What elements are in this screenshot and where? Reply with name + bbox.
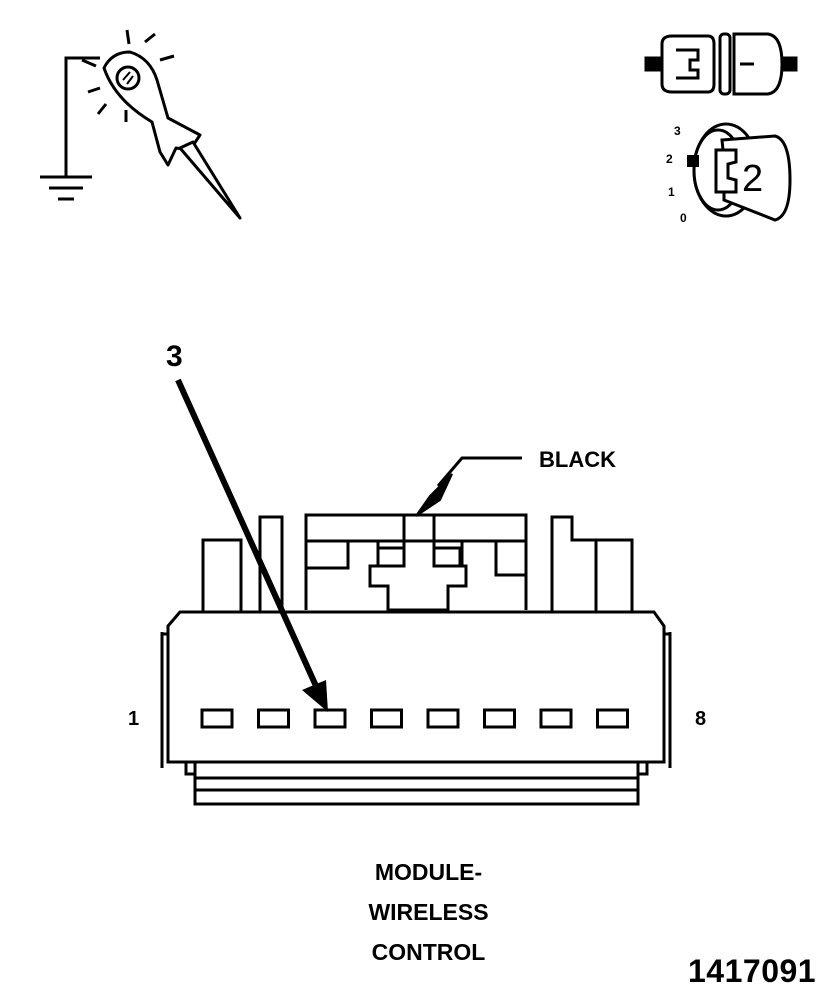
pin-cavities xyxy=(200,708,629,729)
first-pin-number: 1 xyxy=(128,708,140,730)
ignition-switch-icon xyxy=(687,122,792,222)
pin-cavity-3 xyxy=(313,708,347,729)
pin-callout-number: 3 xyxy=(166,340,183,373)
figure-number: 1417091 xyxy=(688,953,817,989)
title-line-3: CONTROL xyxy=(371,939,486,965)
connector-body xyxy=(160,513,672,806)
pin-cavity-4 xyxy=(370,708,403,729)
ignition-position-3: 3 xyxy=(674,124,681,138)
last-pin-number: 8 xyxy=(695,708,707,730)
ground-symbol-icon xyxy=(40,56,100,201)
ignition-position-0: 0 xyxy=(680,211,687,225)
pin-cavity-5 xyxy=(426,708,460,729)
color-leader-arrow xyxy=(415,456,522,517)
pin-cavity-1 xyxy=(200,708,234,729)
pin-cavity-7 xyxy=(539,708,573,729)
ignition-position-2: 2 xyxy=(666,152,673,166)
ignition-key-position: 2 xyxy=(742,158,764,200)
test-light-probe-icon xyxy=(81,29,242,220)
pin-cavity-8 xyxy=(596,708,629,729)
connector-title: MODULE- WIRELESS CONTROL xyxy=(12,852,833,972)
disconnected-connector-icon xyxy=(644,32,798,96)
title-line-2: WIRELESS xyxy=(368,899,489,925)
ignition-position-1: 1 xyxy=(668,185,675,199)
connector-color-label: BLACK xyxy=(539,447,616,472)
pin-cavity-6 xyxy=(483,708,516,729)
pin-callout-arrow xyxy=(175,378,328,712)
pin-cavity-2 xyxy=(257,708,290,729)
title-line-1: MODULE- xyxy=(374,859,483,885)
